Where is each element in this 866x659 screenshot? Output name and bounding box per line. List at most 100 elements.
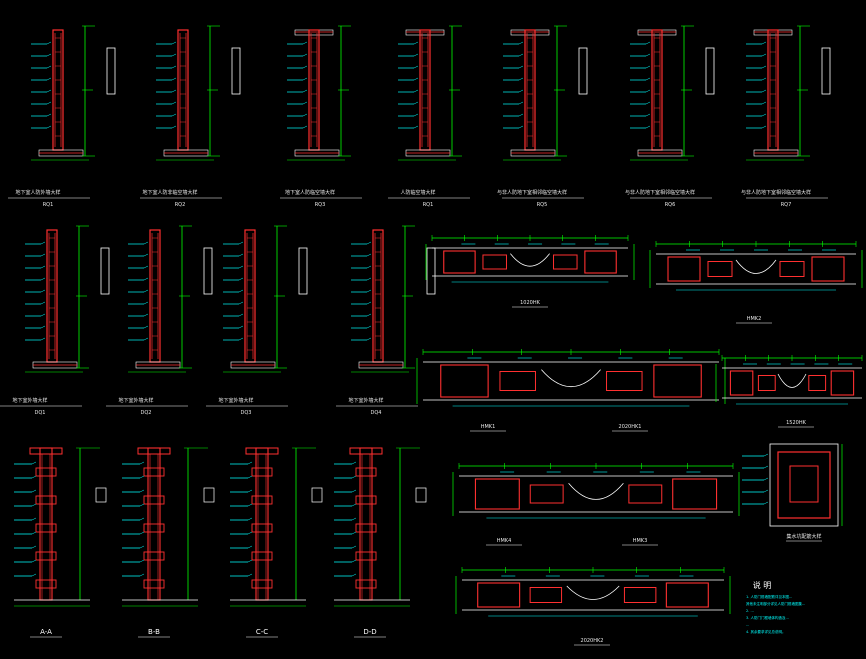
rebar-leader xyxy=(139,573,145,577)
top-slab xyxy=(637,29,677,36)
callout-box xyxy=(203,487,215,503)
door-opening-arc xyxy=(735,259,777,274)
rebar-leader xyxy=(302,89,308,93)
wall-detail xyxy=(31,25,116,161)
rebar-leader xyxy=(351,489,357,493)
detail-subtitle: DQ1 xyxy=(35,410,46,416)
wall-details-layer xyxy=(25,25,831,373)
frame-wall-rebar xyxy=(553,254,578,270)
door-detail-HMK4-HMK3 xyxy=(452,463,740,519)
door-detail-label: HMK4 xyxy=(497,538,512,544)
detail-subtitle: RQ1 xyxy=(43,202,54,208)
detail-caption: 与非人防地下室相邻临空墙大样 xyxy=(497,189,567,196)
frame-wall-rebar xyxy=(606,371,643,391)
frame-wall-rebar xyxy=(707,261,733,277)
section-C-C xyxy=(230,447,323,607)
rebar-leader xyxy=(351,545,357,549)
section-slab-joint xyxy=(355,523,377,533)
rebar-leader xyxy=(46,77,52,81)
rebar-leader xyxy=(645,101,651,105)
section-lintel xyxy=(349,447,383,455)
callout-bracket xyxy=(106,47,116,95)
rebar-leader xyxy=(139,517,145,521)
door-detail-label: HMK2 xyxy=(747,316,762,322)
rebar-leader xyxy=(46,113,52,117)
callout-bracket xyxy=(100,247,110,295)
section-slab-joint xyxy=(143,495,165,505)
callout-bracket xyxy=(578,47,588,95)
door-frame-pier xyxy=(443,250,476,274)
rebar-leader xyxy=(40,277,46,281)
frame-wall-rebar xyxy=(628,484,663,504)
callout-bracket xyxy=(821,47,831,95)
rebar-leader xyxy=(143,301,149,305)
section-slab-joint xyxy=(143,579,165,589)
rebar-leader xyxy=(761,125,767,129)
rebar-leader xyxy=(366,325,372,329)
rebar-leader xyxy=(171,125,177,129)
rebar-leader xyxy=(645,113,651,117)
section-slab-joint xyxy=(143,523,165,533)
rebar-leader xyxy=(518,89,524,93)
rebar-leader xyxy=(413,89,419,93)
rebar-leader xyxy=(518,53,524,57)
rebar-leader xyxy=(366,301,372,305)
rebar-leader xyxy=(366,277,372,281)
section-label: C-C xyxy=(256,628,268,636)
rebar-leader xyxy=(518,65,524,69)
section-slab-joint xyxy=(35,467,57,477)
section-label: A-A xyxy=(40,628,52,636)
rebar-leader xyxy=(645,53,651,57)
section-slab-joint xyxy=(35,579,57,589)
rebar-leader xyxy=(351,517,357,521)
top-slab xyxy=(405,29,445,36)
rebar-leader xyxy=(763,477,769,481)
detail-caption: 地下室外墙大样 xyxy=(12,397,47,404)
door-frame-pier xyxy=(440,364,489,398)
wall-detail xyxy=(156,25,241,161)
rebar-leader xyxy=(247,573,253,577)
rebar-leader xyxy=(518,101,524,105)
notes-line: 4. 其余要求详见总说明。 xyxy=(746,629,785,634)
wall-body xyxy=(244,229,256,363)
frame-wall-rebar xyxy=(757,375,776,391)
rebar-leader xyxy=(31,517,37,521)
rebar-leader xyxy=(31,573,37,577)
door-frame-pier xyxy=(729,370,754,396)
detail-subtitle: RQ1 xyxy=(423,202,434,208)
wall-body xyxy=(767,29,779,151)
rebar-leader xyxy=(302,77,308,81)
rebar-leader xyxy=(171,101,177,105)
rebar-leader xyxy=(413,125,419,129)
section-slab-joint xyxy=(355,467,377,477)
detail-subtitle: RQ6 xyxy=(665,202,676,208)
rebar-leader xyxy=(351,559,357,563)
notes-line: 其他未注明部分详见人防门框墙图集... xyxy=(746,601,805,606)
rebar-leader xyxy=(351,531,357,535)
section-slab-joint xyxy=(35,551,57,561)
notes-line: ... xyxy=(746,623,749,627)
callout-box xyxy=(95,487,107,503)
rebar-leader xyxy=(238,265,244,269)
rebar-leader xyxy=(761,113,767,117)
rebar-leader xyxy=(763,453,769,457)
wall-body xyxy=(524,29,536,151)
wall-body xyxy=(419,29,431,151)
door-opening-arc xyxy=(541,369,601,387)
wall-detail xyxy=(503,25,588,161)
rebar-leader xyxy=(351,573,357,577)
rebar-leader xyxy=(139,503,145,507)
rebar-leader xyxy=(763,501,769,505)
section-slab-joint xyxy=(251,467,273,477)
rebar-leader xyxy=(302,41,308,45)
door-opening-arc xyxy=(510,253,550,267)
rebar-leader xyxy=(171,53,177,57)
rebar-leader xyxy=(247,461,253,465)
wall-body xyxy=(372,229,384,363)
door-frame-pier xyxy=(665,582,709,608)
rebar-leader xyxy=(247,545,253,549)
rebar-leader xyxy=(645,41,651,45)
rebar-leader xyxy=(31,545,37,549)
door-detail-HMK2 xyxy=(649,241,863,291)
rebar-leader xyxy=(143,313,149,317)
